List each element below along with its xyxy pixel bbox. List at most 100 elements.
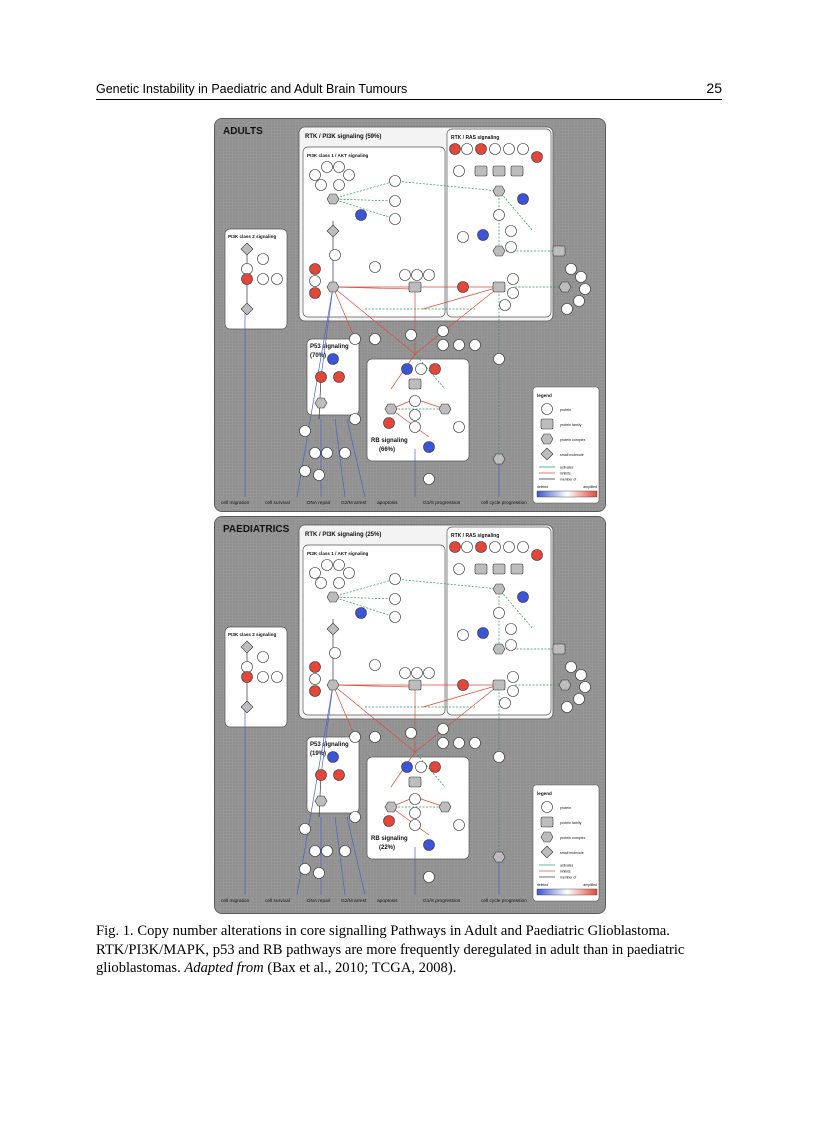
protein-node <box>321 447 333 459</box>
protein-node <box>505 623 517 635</box>
outcome-label: G2/M arrest <box>341 500 367 506</box>
protein-node <box>453 421 465 433</box>
protein-complex-node <box>558 679 572 691</box>
protein-family-node <box>474 165 488 177</box>
page-number: 25 <box>706 80 722 96</box>
protein-node <box>475 143 487 155</box>
protein-node <box>475 541 487 553</box>
protein-node <box>309 567 321 579</box>
protein-node <box>461 143 473 155</box>
protein-node <box>329 647 341 659</box>
pathway-edge <box>332 198 396 220</box>
protein-node <box>409 421 421 433</box>
protein-node <box>309 685 321 697</box>
protein-node <box>339 447 351 459</box>
protein-node <box>349 413 361 425</box>
protein-node <box>405 727 417 739</box>
protein-family-node <box>408 281 422 293</box>
rb-pct: (22%) <box>379 845 395 851</box>
protein-node <box>405 329 417 341</box>
protein-complex-node <box>326 193 340 205</box>
protein-node <box>389 175 401 187</box>
legend-scale-bar <box>536 888 598 896</box>
legend-item-complex: protein complex <box>560 438 586 442</box>
protein-node <box>493 353 505 365</box>
rb-box <box>366 756 470 860</box>
protein-node <box>505 639 517 651</box>
protein-node <box>369 261 381 273</box>
protein-node <box>437 339 449 351</box>
protein-complex-node <box>558 281 572 293</box>
protein-node <box>389 593 401 605</box>
legend-edge-type: activates <box>560 864 574 868</box>
protein-node <box>315 179 327 191</box>
legend-item-family: protein family <box>560 821 582 825</box>
legend-edge-type: inhibits <box>560 472 571 476</box>
caption-emphasis: Adapted from <box>184 960 264 976</box>
protein-node <box>453 339 465 351</box>
protein-node <box>309 275 321 287</box>
pi3k-class2-label: PI3K class 2 signaling <box>228 234 276 239</box>
protein-node <box>241 263 253 275</box>
protein-family-node <box>552 245 566 257</box>
protein-family-node <box>540 418 554 430</box>
outcome-label: apoptosis <box>377 500 398 506</box>
protein-node <box>241 273 253 285</box>
legend-box <box>532 784 600 902</box>
pathway-edge <box>332 596 396 618</box>
protein-family-node <box>540 816 554 828</box>
protein-node <box>477 627 489 639</box>
protein-node <box>437 737 449 749</box>
pathway-edge <box>346 816 366 896</box>
protein-node <box>409 793 421 805</box>
protein-node <box>383 417 395 429</box>
legend-title: legend <box>537 393 552 398</box>
protein-node <box>309 673 321 685</box>
protein-node <box>461 541 473 553</box>
protein-node <box>411 667 423 679</box>
protein-node <box>503 541 515 553</box>
protein-node <box>507 287 519 299</box>
protein-node <box>423 441 435 453</box>
outcome-label: cell migration <box>221 898 250 904</box>
protein-complex-node <box>540 831 554 843</box>
pi3k-class2-label: PI3K class 2 signaling <box>228 632 276 637</box>
protein-node <box>489 143 501 155</box>
protein-node <box>457 231 469 243</box>
outcome-label: apoptosis <box>377 898 398 904</box>
protein-node <box>457 629 469 641</box>
protein-node <box>409 409 421 421</box>
small-molecule-node <box>540 845 554 859</box>
legend-edge-type: inhibits <box>560 870 571 874</box>
rb-box <box>366 358 470 462</box>
protein-node <box>541 403 553 415</box>
protein-node <box>327 353 339 365</box>
protein-node <box>315 769 327 781</box>
legend-deleted: deleted <box>537 485 548 489</box>
legend-edge-type: member of <box>560 478 576 482</box>
protein-node <box>531 151 543 163</box>
protein-node <box>493 209 505 221</box>
protein-complex-node <box>492 583 506 595</box>
protein-family-node <box>474 563 488 575</box>
pi3k-class1-label: PI3K class 1 / AKT signaling <box>307 153 369 158</box>
running-head: Genetic Instability in Paediatric and Ad… <box>96 80 722 100</box>
protein-node <box>453 737 465 749</box>
p53-pct: (70%) <box>310 353 326 359</box>
protein-node <box>309 263 321 275</box>
protein-node <box>429 761 441 773</box>
outcome-label: cell cycle progression <box>481 500 527 506</box>
protein-node <box>329 249 341 261</box>
protein-node <box>349 731 361 743</box>
protein-node <box>579 283 591 295</box>
small-molecule-node <box>540 447 554 461</box>
pathway-edge <box>332 180 396 200</box>
pi3k-class1-box <box>302 146 446 318</box>
pathway-network: RTK / PI3K signaling (59%)RTK / RAS sign… <box>224 126 600 504</box>
protein-node <box>299 465 311 477</box>
protein-node <box>437 325 449 337</box>
pathway-edge <box>320 684 334 776</box>
outcome-label: cell survival <box>265 898 290 904</box>
protein-node <box>309 845 321 857</box>
